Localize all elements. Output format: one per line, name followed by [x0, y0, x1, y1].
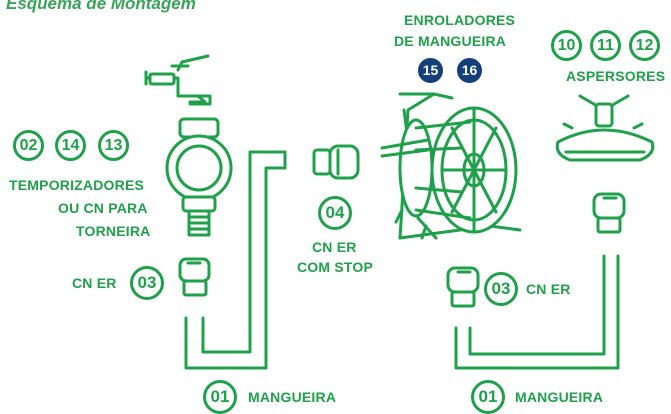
hose-left: [184, 150, 287, 370]
badge-04: 04: [318, 196, 352, 230]
connector-icon: [446, 266, 480, 308]
hose-reel-icon: [380, 92, 522, 240]
timer-icon: [165, 117, 233, 237]
cn-er-label-right: CN ER: [526, 281, 571, 297]
badge-02: 02: [13, 130, 44, 161]
aspersores-label: ASPERSORES: [566, 68, 666, 84]
badge-10: 10: [551, 30, 582, 61]
badge-14: 14: [55, 130, 86, 161]
sprinkler-icon: [555, 94, 655, 162]
badge-01-right: 01: [471, 380, 505, 414]
stop-connector-icon: [312, 144, 360, 180]
connector-icon: [178, 257, 211, 297]
enroladores-label-2: DE MANGUEIRA: [394, 33, 507, 49]
cn-er-stop-label-2: COM STOP: [297, 259, 374, 275]
badge-13: 13: [98, 130, 129, 161]
diagram-title: Esquema de Montagem: [6, 0, 196, 13]
badge-03-right: 03: [484, 272, 518, 306]
cn-er-stop-label-1: CN ER: [312, 239, 357, 255]
mangueira-label-right: MANGUEIRA: [515, 389, 604, 405]
temporizadores-label-3: TORNEIRA: [76, 223, 151, 239]
temporizadores-label-1: TEMPORIZADORES: [9, 177, 145, 193]
badge-03-left: 03: [130, 266, 164, 300]
badge-01-left: 01: [203, 380, 237, 414]
mangueira-label-left: MANGUEIRA: [248, 389, 337, 405]
badge-15: 15: [418, 58, 443, 83]
badge-11: 11: [590, 30, 621, 61]
hose-right: [454, 254, 620, 370]
temporizadores-label-2: OU CN PARA: [58, 200, 148, 216]
badge-12: 12: [629, 30, 660, 61]
badge-16: 16: [457, 58, 482, 83]
enroladores-label-1: ENROLADORES: [404, 12, 516, 28]
cn-er-label-left: CN ER: [72, 275, 117, 291]
connector-icon: [592, 192, 626, 234]
faucet-icon: [144, 54, 212, 106]
